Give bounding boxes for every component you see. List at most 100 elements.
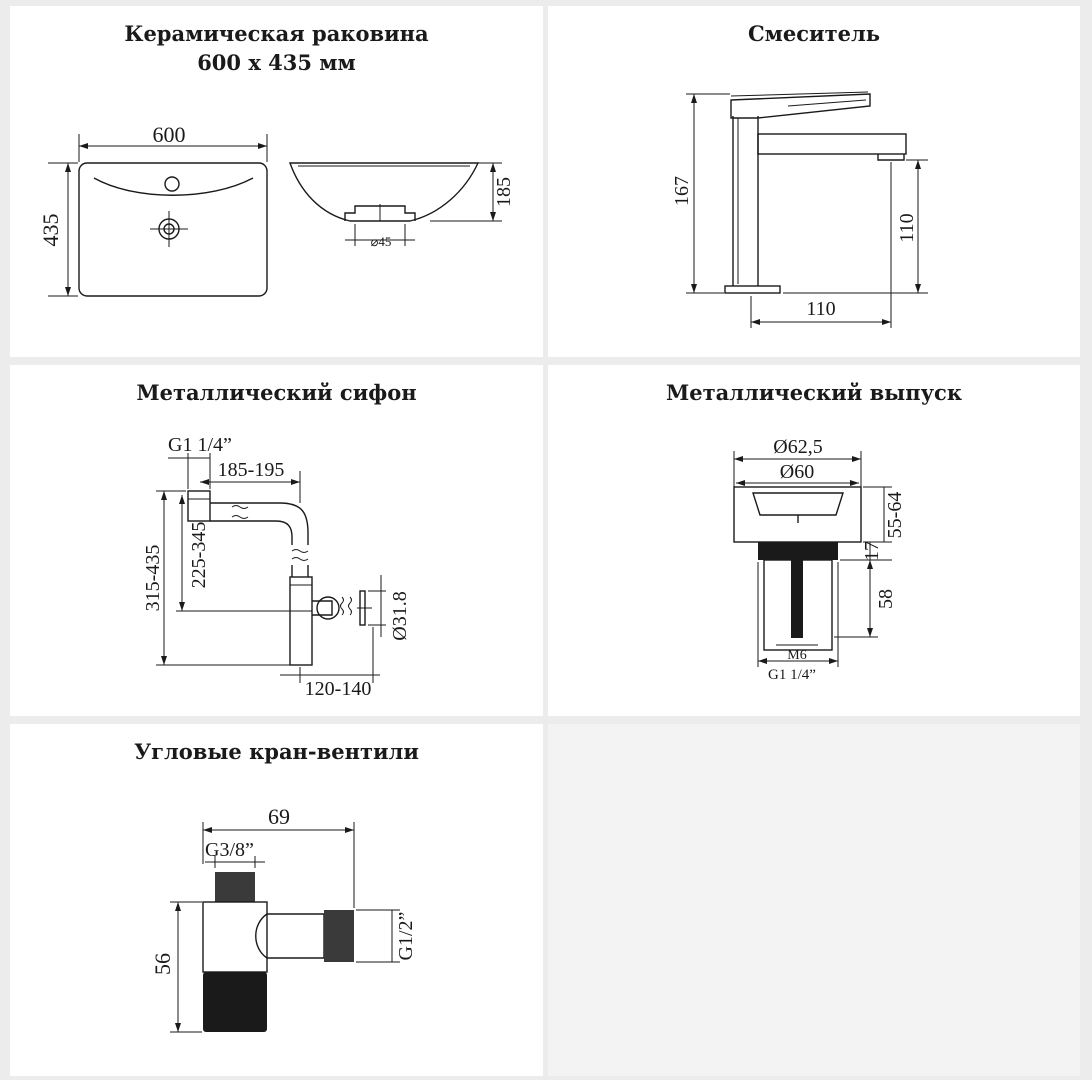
faucet-spout-height-arrow-top (915, 160, 921, 169)
panel-ceramic-sink: Керамическая раковина 600 x 435 мм 600 4… (10, 6, 543, 357)
sink-height-label: 185 (493, 177, 515, 207)
sink-depth-arrow-top (65, 163, 71, 172)
valve-body (202, 901, 268, 973)
faucet-spout (757, 133, 907, 155)
panel-angle-valves: Угловые кран-вентили 69 G3/8” 56 G1/ (10, 724, 543, 1076)
drain-length-arrow-bottom (867, 628, 873, 637)
siphon-total-arrow-bottom (161, 656, 167, 665)
siphon-total-arrow-top (161, 491, 167, 500)
panel-empty (548, 724, 1080, 1076)
faucet-base (724, 285, 781, 294)
faucet-title: Смеситель (747, 21, 881, 46)
drain-title: Металлический выпуск (666, 380, 962, 405)
sink-width-arrow-left (79, 143, 88, 149)
valve-inlet-label: G3/8” (205, 839, 254, 861)
drain-plug (752, 492, 844, 516)
valve-length-label: 69 (268, 804, 290, 829)
siphon-horizontal-arrow-left (200, 479, 209, 485)
drain-thread-arrow-left (758, 658, 767, 664)
valve-drawing: 69 G3/8” 56 G1/2” (150, 804, 417, 1033)
sink-drain-label: ⌀45 (371, 234, 392, 249)
siphon-inner-arrow-top (179, 495, 185, 504)
panel-metal-siphon: Металлический сифон G1 1/4” 185-195 (10, 365, 543, 716)
faucet-reach-arrow-left (751, 319, 760, 325)
valve-outlet-curve (255, 913, 268, 959)
valve-title: Угловые кран-вентили (134, 739, 419, 764)
valve-outlet-thread (324, 910, 354, 962)
valve-length-arrow-left (203, 827, 212, 833)
drain-length-label: 58 (875, 589, 897, 609)
drain-rim-label: 17 (861, 541, 883, 561)
sink-faucet-hole (164, 176, 180, 192)
siphon-horizontal-arrow-right (291, 479, 300, 485)
faucet-height-label: 167 (671, 176, 693, 206)
valve-inlet-thread (215, 872, 255, 902)
sink-height-arrow-top (490, 163, 496, 172)
siphon-outlet (312, 600, 333, 616)
faucet-spout-height-label: 110 (896, 213, 918, 242)
siphon-reach-label: 120-140 (305, 678, 372, 700)
panel-faucet: Смеситель 167 110 110 (548, 6, 1080, 357)
sink-width-arrow-right (258, 143, 267, 149)
valve-outlet-label: G1/2” (395, 912, 417, 961)
drain-outer-arrow-right (852, 456, 861, 462)
siphon-drawing: G1 1/4” 185-195 315-435 225-345 Ø31.8 12… (142, 434, 411, 700)
siphon-outlet-dia-label: Ø31.8 (389, 591, 411, 640)
faucet-handle-top (730, 91, 869, 97)
sink-title: Керамическая раковина 600 x 435 мм (10, 19, 543, 77)
siphon-inlet (187, 490, 211, 522)
drain-thread (758, 542, 838, 560)
siphon-break-1 (231, 505, 249, 519)
sink-top-outline (78, 162, 268, 297)
siphon-break-3 (340, 596, 352, 616)
valve-length-arrow-right (345, 827, 354, 833)
drain-bolt (791, 560, 803, 638)
siphon-bottle (289, 576, 313, 666)
drain-thread-arrow-right (829, 658, 838, 664)
faucet-reach-label: 110 (806, 298, 835, 320)
faucet-height-arrow-top (691, 94, 697, 103)
siphon-break-2 (291, 549, 309, 561)
faucet-aerator (877, 154, 905, 161)
sink-side-outline (289, 162, 480, 222)
valve-outlet-pipe (267, 913, 325, 959)
siphon-inner-arrow-bottom (179, 602, 185, 611)
drain-drawing: Ø62,5 Ø60 55-64 17 58 M6 (733, 436, 906, 683)
drain-inner-arrow-left (736, 480, 745, 486)
drain-inner-label: Ø60 (780, 461, 814, 483)
faucet-handle (730, 93, 871, 119)
drain-outer-arrow-left (734, 456, 743, 462)
faucet-drawing: 167 110 110 (671, 91, 928, 328)
siphon-horizontal-pipe (210, 502, 309, 545)
sink-width-label: 600 (153, 122, 186, 147)
sink-depth-arrow-bottom (65, 287, 71, 296)
valve-height-arrow-top (175, 902, 181, 911)
faucet-height-arrow-bottom (691, 284, 697, 293)
sink-title-line1: Керамическая раковина (124, 21, 429, 46)
drain-outer-label: Ø62,5 (773, 436, 822, 458)
valve-handle (203, 972, 267, 1032)
sink-drawing: 600 435 185 ⌀45 (38, 122, 515, 297)
drain-range-label: 55-64 (884, 492, 906, 539)
siphon-horizontal-label: 185-195 (218, 459, 285, 481)
siphon-inner-label: 225-345 (188, 522, 210, 589)
siphon-title: Металлический сифон (136, 380, 417, 405)
panel-metal-drain: Металлический выпуск Ø62,5 Ø60 55-64 17 (548, 365, 1080, 716)
sink-title-line2: 600 x 435 мм (197, 50, 356, 75)
drain-bolt-label: M6 (787, 648, 806, 663)
valve-height-label: 56 (150, 953, 175, 975)
siphon-outlet-nut (316, 596, 340, 620)
drain-inner-arrow-right (850, 480, 859, 486)
valve-height-arrow-bottom (175, 1023, 181, 1032)
drain-thread-label: G1 1/4” (768, 667, 816, 683)
drain-length-arrow-top (867, 560, 873, 569)
siphon-total-label: 315-435 (142, 545, 164, 612)
sink-depth-label: 435 (38, 214, 63, 247)
sink-bowl-top-curve (93, 177, 254, 196)
siphon-horizontal-pipe-inner (210, 520, 293, 545)
sink-height-arrow-bottom (490, 212, 496, 221)
faucet-spout-height-arrow-bottom (915, 284, 921, 293)
faucet-handle-detail (787, 99, 867, 107)
faucet-reach-arrow-right (882, 319, 891, 325)
siphon-thread-label: G1 1/4” (168, 434, 232, 456)
